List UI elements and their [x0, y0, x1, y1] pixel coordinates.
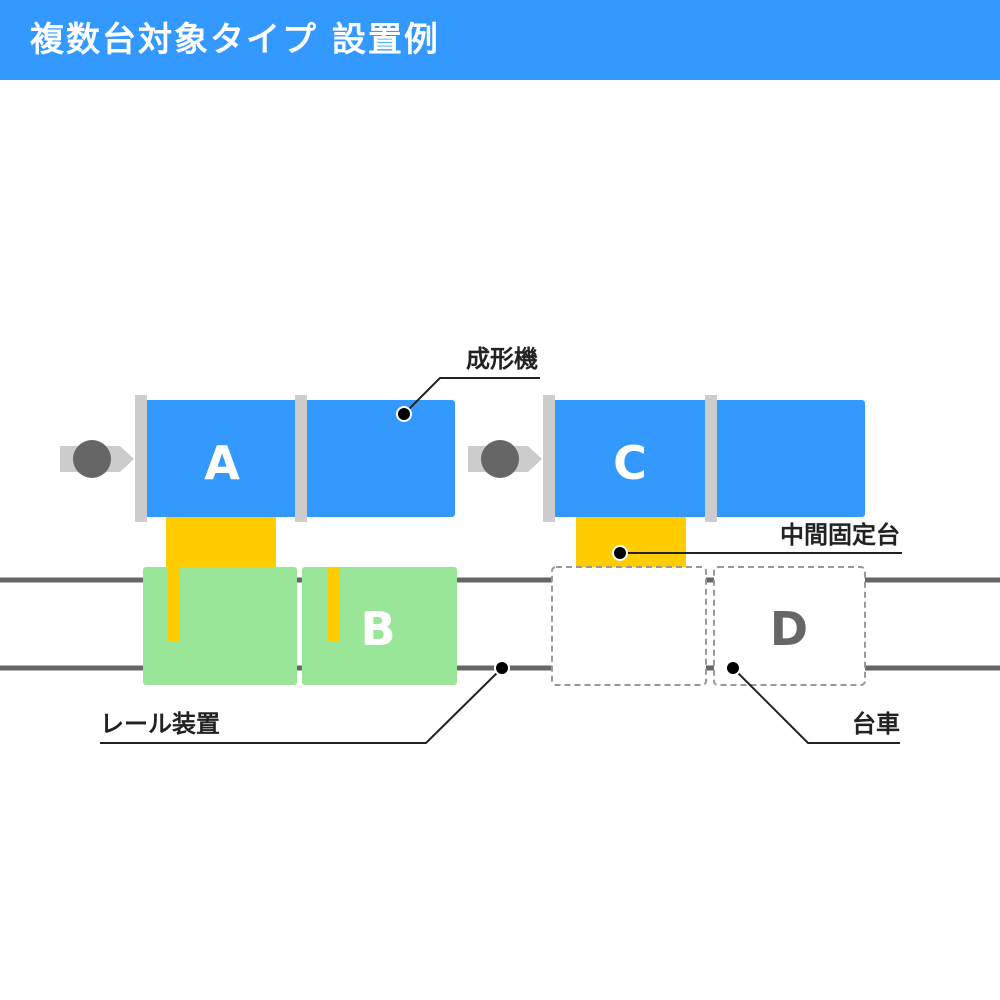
callout-label-cart: 台車 — [852, 710, 900, 738]
callout-dot — [494, 660, 510, 676]
unit-label-a: A — [204, 436, 240, 490]
divider-plate — [705, 395, 717, 522]
unit-label-c: C — [613, 436, 647, 490]
callout-dot — [612, 545, 628, 561]
empty-cart-slot-2-d[interactable] — [713, 566, 866, 686]
fixed-stand-leg-2 — [327, 567, 339, 641]
fixed-stand-a — [166, 514, 276, 570]
cart-1[interactable] — [143, 567, 297, 685]
injection-nozzle-icon — [468, 440, 542, 478]
empty-cart-slot-1[interactable] — [551, 566, 707, 686]
callout-dot — [396, 406, 412, 422]
callout-label-rail-device: レール装置 — [100, 710, 220, 738]
callout-dot — [725, 660, 741, 676]
header-bar: 複数台対象タイプ 設置例 — [0, 0, 1000, 80]
callout-label-molding-machine: 成形機 — [466, 345, 538, 373]
page-title: 複数台対象タイプ 設置例 — [30, 20, 440, 60]
divider-plate — [135, 395, 147, 522]
callout-label-fixed-stand: 中間固定台 — [780, 521, 900, 549]
injection-nozzle-icon — [60, 440, 134, 478]
unit-label-b: B — [360, 602, 395, 656]
callout-line-molding-machine — [403, 377, 540, 415]
divider-plate — [295, 395, 307, 522]
callout-line-cart — [732, 667, 900, 744]
molding-machine-c[interactable] — [553, 400, 708, 517]
callout-line-rail-device — [100, 667, 503, 744]
molding-machine-a2[interactable] — [304, 400, 455, 517]
fixed-stand-leg-1 — [168, 567, 180, 641]
divider-plate — [543, 395, 555, 522]
fixed-stand-c — [576, 514, 686, 568]
molding-machine-a[interactable] — [145, 400, 300, 517]
unit-label-d: D — [770, 602, 808, 656]
molding-machine-c2[interactable] — [712, 400, 865, 517]
cart-2-b[interactable] — [302, 567, 457, 685]
